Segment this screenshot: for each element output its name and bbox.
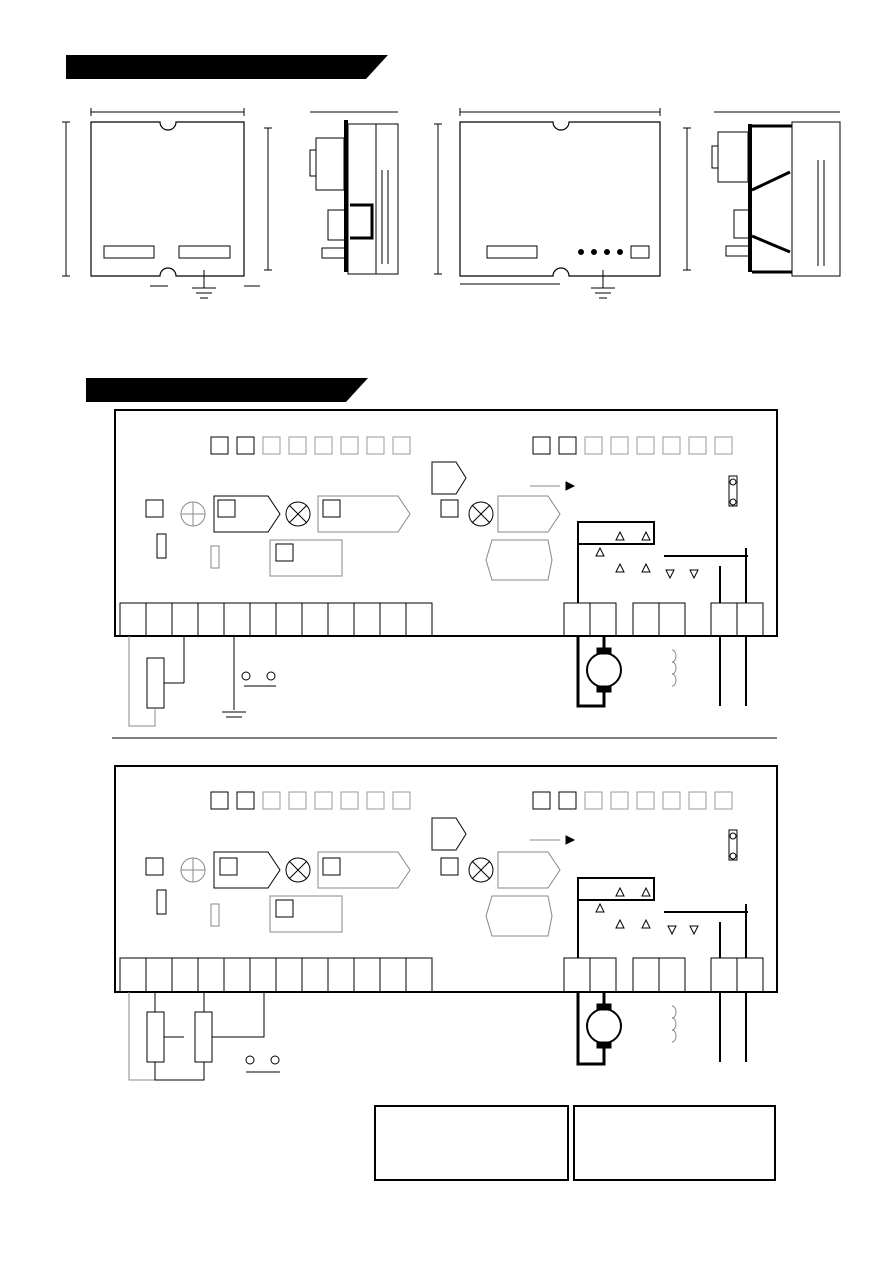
connections-banner bbox=[86, 378, 368, 402]
note-box-right bbox=[573, 1105, 776, 1181]
motor-symbol bbox=[576, 636, 622, 708]
front-view-small bbox=[62, 108, 272, 299]
dimension-drawings bbox=[62, 108, 841, 299]
side-view-small bbox=[309, 111, 399, 275]
indicator-row-left bbox=[210, 436, 411, 455]
wiring-diagram-top bbox=[112, 409, 778, 739]
indicator-row-right bbox=[532, 436, 733, 455]
wiring-diagram-bottom bbox=[114, 765, 778, 1081]
dimensions-banner bbox=[66, 55, 388, 79]
thyristor-bridge bbox=[577, 521, 748, 603]
note-box-left bbox=[374, 1105, 569, 1181]
side-view-large bbox=[711, 111, 841, 277]
front-view-large bbox=[434, 108, 691, 299]
terminal-strip-left bbox=[119, 602, 433, 637]
